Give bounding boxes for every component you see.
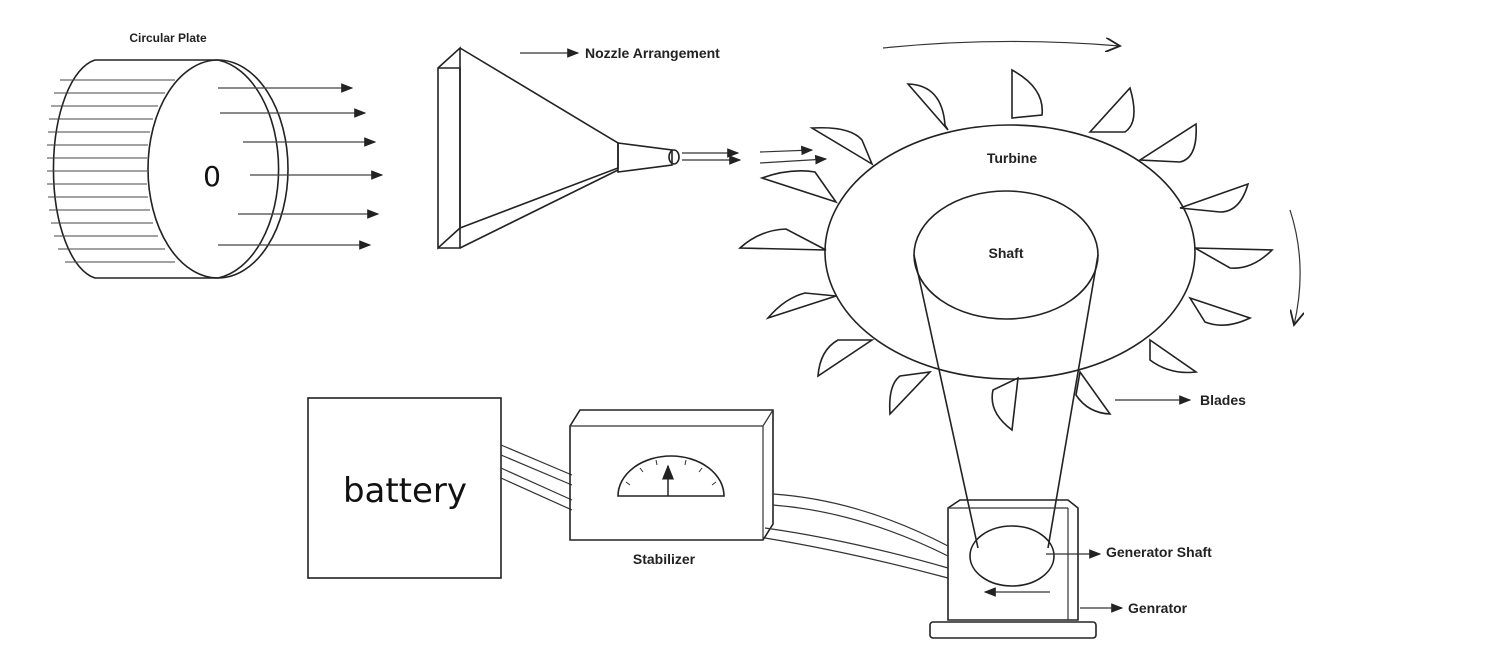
generator-base — [929, 621, 1097, 639]
nozzle-arrangement: Nozzle Arrangement — [437, 45, 720, 250]
generator-wires — [764, 493, 949, 579]
blade — [1137, 122, 1197, 163]
blade — [1075, 369, 1112, 415]
shaft-label: Shaft — [989, 245, 1024, 261]
generator-shaft-label: Generator Shaft — [1106, 544, 1212, 560]
blade — [1188, 296, 1253, 326]
blades-label: Blades — [1200, 392, 1246, 408]
circular-plate-ribs — [47, 79, 175, 263]
turbine: Turbine Shaft — [737, 68, 1274, 432]
blade — [1088, 86, 1135, 133]
airflow-arrows — [218, 83, 384, 250]
drive-belt — [913, 254, 1099, 549]
blade — [765, 292, 837, 320]
blade — [1011, 68, 1043, 119]
blade — [1194, 247, 1274, 269]
rotation-arrow-top — [882, 41, 1120, 48]
battery: battery — [307, 397, 502, 579]
stabilizer-meter — [617, 455, 725, 497]
battery-wires — [500, 444, 573, 511]
nozzle-label: Nozzle Arrangement — [585, 45, 720, 61]
circular-plate-label: Circular Plate — [129, 31, 207, 45]
circular-plate: 0 Circular Plate — [47, 31, 289, 279]
blade — [809, 126, 874, 166]
generator — [929, 499, 1097, 639]
blade — [817, 339, 875, 378]
blade — [906, 83, 949, 131]
circular-plate-face — [147, 59, 289, 279]
jet-arrow — [759, 145, 814, 156]
blade — [991, 376, 1019, 432]
turbine-blades — [737, 68, 1274, 432]
blade — [737, 228, 827, 251]
jet-arrow — [759, 154, 828, 165]
blade — [759, 170, 839, 204]
battery-label: battery — [343, 471, 467, 511]
jet-arrows — [682, 145, 828, 165]
generator-label: Genrator — [1128, 600, 1188, 616]
rotation-arrow-right — [1290, 209, 1300, 325]
blade — [1179, 182, 1250, 213]
stabilizer-label: Stabilizer — [633, 551, 696, 567]
blade — [888, 370, 933, 416]
circular-plate-mark: 0 — [203, 160, 221, 193]
turbine-wheel — [824, 124, 1196, 380]
stabilizer: Stabilizer — [569, 409, 774, 567]
turbine-label: Turbine — [987, 150, 1038, 166]
blade — [1149, 338, 1199, 374]
generator-shaft — [969, 525, 1055, 587]
